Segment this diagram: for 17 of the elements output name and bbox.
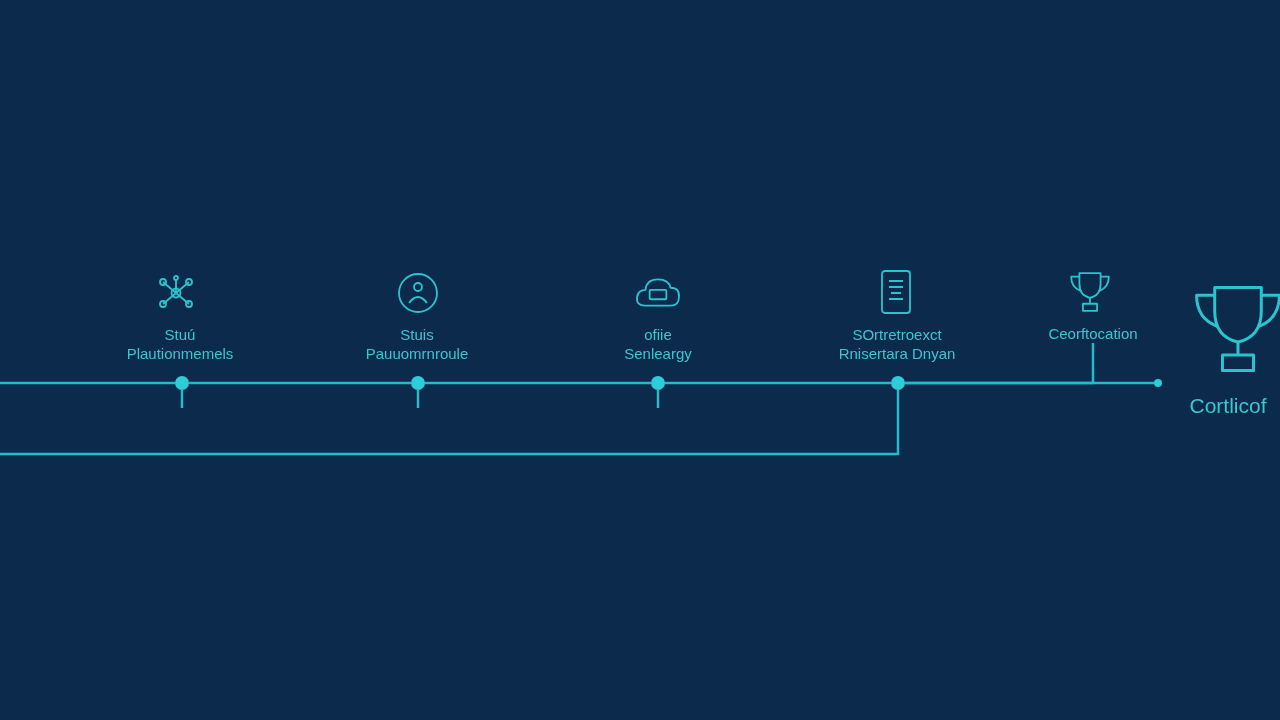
milestone-label: SOrtretroexct Rnisertara Dnyan — [838, 325, 956, 363]
timeline-line — [425, 381, 651, 385]
timeline-dot — [175, 376, 189, 390]
timeline-line — [189, 381, 411, 385]
milestone-label: Stuú Plautionmemels — [126, 325, 234, 363]
timeline-line — [0, 381, 175, 385]
timeline-line — [0, 390, 900, 456]
timeline-dot — [1154, 379, 1162, 387]
timeline-dot — [651, 376, 665, 390]
timeline-line — [905, 381, 1154, 385]
trophy-caption: Cortlicof — [1188, 393, 1268, 419]
timeline-line — [665, 381, 891, 385]
milestone-label: Stuis Pauuomrnroule — [365, 325, 469, 363]
timeline-dot — [411, 376, 425, 390]
milestone-label: Ceorftocation — [1047, 324, 1139, 343]
timeline-dot — [891, 376, 905, 390]
milestone-label: ofiie Senleargy — [623, 325, 693, 363]
